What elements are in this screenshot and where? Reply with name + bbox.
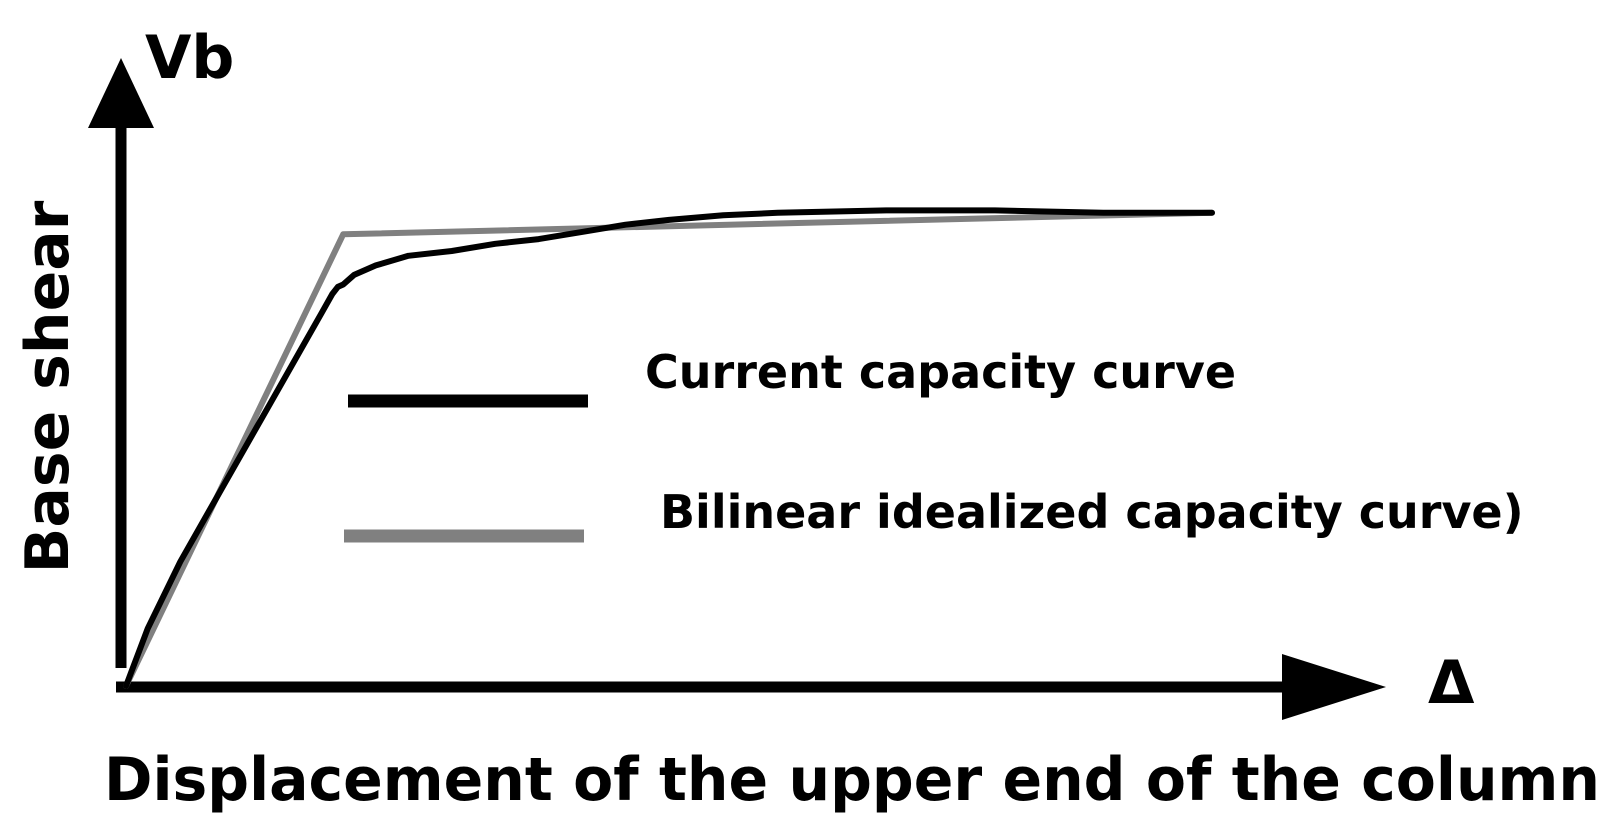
series-line-current-capacity — [123, 207, 1215, 689]
y-axis-title: Base shear — [13, 200, 83, 573]
legend-label-current-capacity: Current capacity curve — [645, 345, 1236, 399]
legend: Current capacity curve Bilinear idealize… — [344, 345, 1524, 543]
x-axis-symbol: Δ — [1428, 648, 1475, 718]
series-line-bilinear-idealized — [123, 209, 1215, 689]
x-axis-title: Displacement of the upper end of the col… — [104, 745, 1600, 815]
legend-label-bilinear-idealized: Bilinear idealized capacity curve) — [660, 485, 1524, 539]
y-axis-symbol: Vb — [145, 23, 234, 93]
x-axis-arrowhead — [1282, 654, 1386, 720]
y-axis-arrowhead — [88, 58, 154, 128]
